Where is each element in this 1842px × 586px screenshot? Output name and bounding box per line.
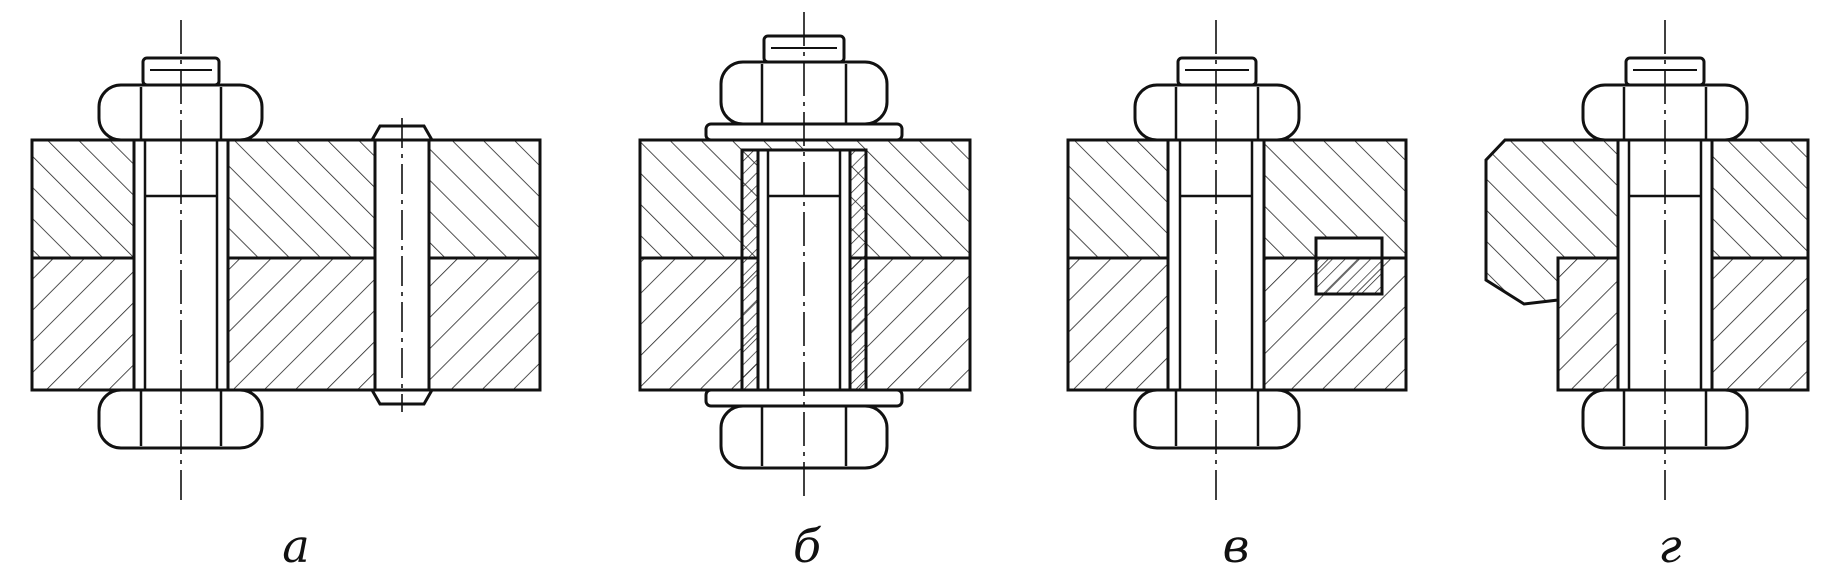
panel-v [1066, 20, 1408, 500]
nut-top-v [1133, 83, 1301, 142]
key-v [1314, 256, 1384, 296]
caption-v: в [1222, 519, 1250, 573]
plate-bottom-a [30, 256, 542, 392]
plate-top-a [30, 138, 542, 260]
panel-a [30, 20, 542, 500]
caption-g: г [1658, 519, 1682, 573]
bolt-end-v [1176, 56, 1258, 87]
caption-a: а [282, 519, 310, 573]
bolt-head-v [1133, 388, 1301, 450]
caption-b: б [792, 519, 822, 573]
panel-g [1484, 20, 1810, 500]
panel-b [638, 12, 972, 500]
key-slot-v [1314, 236, 1384, 260]
